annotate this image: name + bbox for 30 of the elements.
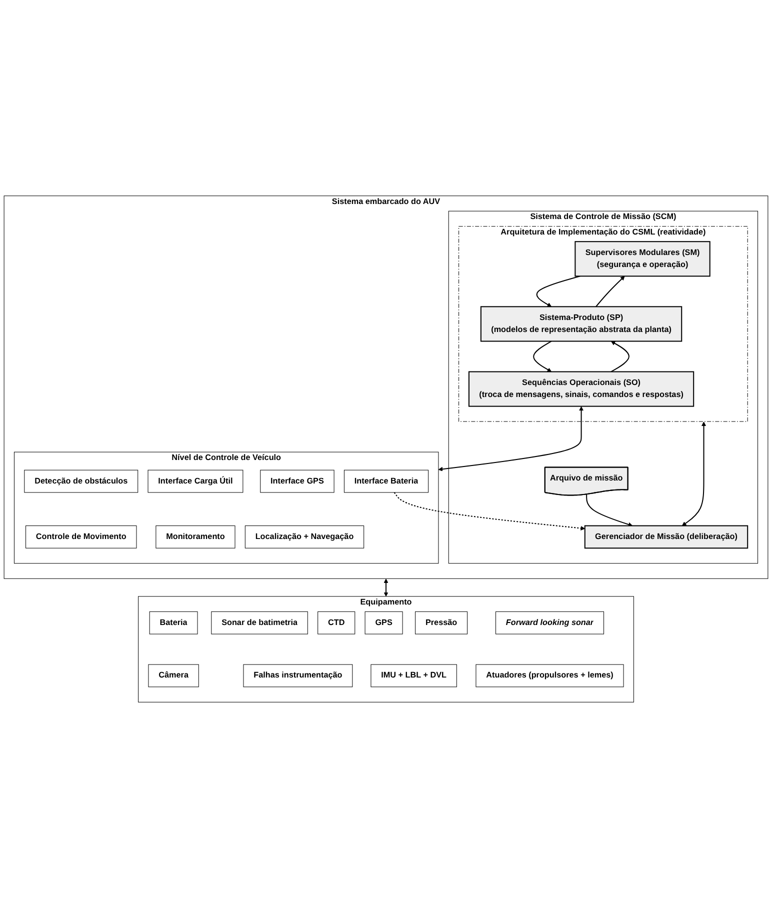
node-box: Sistema-Produto (SP) (modelos de representação abstrata da planta) [480,306,682,342]
node-box: Forward looking sonar [496,611,604,634]
arrow [586,494,633,527]
node-box: Monitoramento [156,526,236,548]
node-box: Falhas instrumentação [243,664,353,688]
node-box: Câmera [148,664,199,688]
node-box: Bateria [149,611,198,634]
node-box: Interface Carga Útil [148,470,244,493]
node-box: CTD [318,611,356,634]
arrow [682,422,706,526]
node-box: IMU + LBL + DVL [370,664,457,688]
node-box: Supervisores Modulares (SM) (segurança e operação) [574,241,710,277]
node-box: Localização + Navegação [244,526,364,548]
node-box: Interface GPS [260,470,334,493]
node-box: Detecção de obstáculos [24,470,138,493]
node-box: Atuadores (propulsores + lemes) [476,664,624,688]
node-box: GPS [364,611,403,634]
arrow [536,276,580,307]
node-box: Interface Bateria [344,470,429,493]
node-box: Gerenciador de Missão (deliberação) [584,525,748,549]
arrow [596,276,625,307]
arrow [610,341,630,372]
arrow [394,492,586,530]
node-box: Sequências Operacionais (SO) (troca de mensagens, sinais, comandos e respostas) [468,371,694,407]
node-box: Sonar de batimetria [211,611,308,634]
arrow [533,340,552,372]
arrow [384,578,388,597]
node-box: Controle de Movimento [26,526,137,548]
node-box: Pressão [415,611,468,634]
arrow [438,406,584,472]
